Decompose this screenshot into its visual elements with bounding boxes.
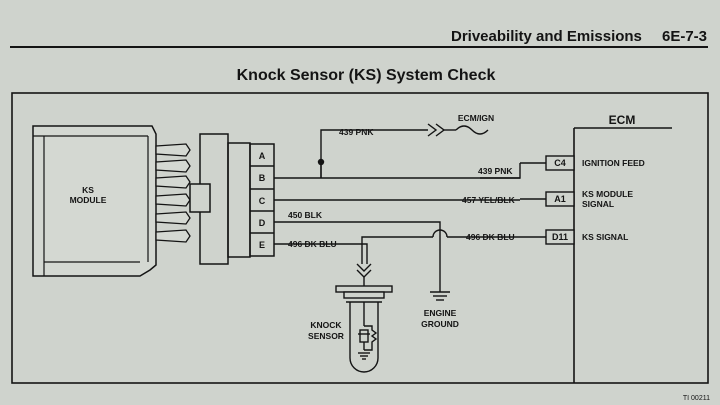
wire-label-439-pnk-top: 439 PNK [339,127,374,137]
wires [274,129,546,292]
ks-module-pins [155,143,191,243]
pin-b: B [259,173,266,183]
page-number: 6E-7-3 [662,28,707,45]
wire-joins [480,163,521,179]
pin-a: A [259,151,266,161]
pin-d: D [259,218,266,228]
wire-label-496-dk-blu-left: 496 DK BLU [288,239,337,249]
ecm-pin-boxes [545,155,575,245]
ecm-pin-a1: A1 [554,194,566,204]
figure-id: TI 00211 [683,395,710,402]
ecm-label-ignition-feed: IGNITION FEED [582,158,645,168]
engine-ground-icon [430,291,450,301]
ks-module-label-line1: KS [82,185,94,195]
knock-sensor-label-line1: KNOCK [310,320,342,330]
harness-connector [189,133,251,265]
wire-label-457-yel-blk: 457 YEL/BLK [462,195,516,205]
knock-sensor-label-line2: SENSOR [308,331,344,341]
section-title: Driveability and Emissions [451,28,642,45]
ecm-pin-d11: D11 [552,232,568,242]
pin-e: E [259,240,265,250]
ecm-label-ks-module-signal-1: KS MODULE [582,189,633,199]
diagram-frame [11,92,709,384]
knock-sensor [335,285,393,373]
wire-label-496-dk-blu-right: 496 DK BLU [466,232,515,242]
diagram-title: Knock Sensor (KS) System Check [237,67,496,84]
ecm-ign-connector-symbol [427,123,489,137]
engine-ground-label-line2: GROUND [421,319,459,329]
ks-module [32,125,157,277]
ecm-label: ECM [609,113,636,127]
engine-ground-label-line1: ENGINE [424,308,457,318]
ecm-label-ks-module-signal-2: SIGNAL [582,199,614,209]
wire-label-450-blk: 450 BLK [288,210,323,220]
knock-sensor-connector-symbol [356,263,372,286]
pin-c: C [259,196,266,206]
ecm-ign-label: ECM/IGN [458,113,494,123]
ecm-pin-c4: C4 [554,158,566,168]
wire-label-439-pnk-ecm: 439 PNK [478,166,513,176]
ks-module-label-line2: MODULE [70,195,107,205]
ecm-label-ks-signal: KS SIGNAL [582,232,628,242]
